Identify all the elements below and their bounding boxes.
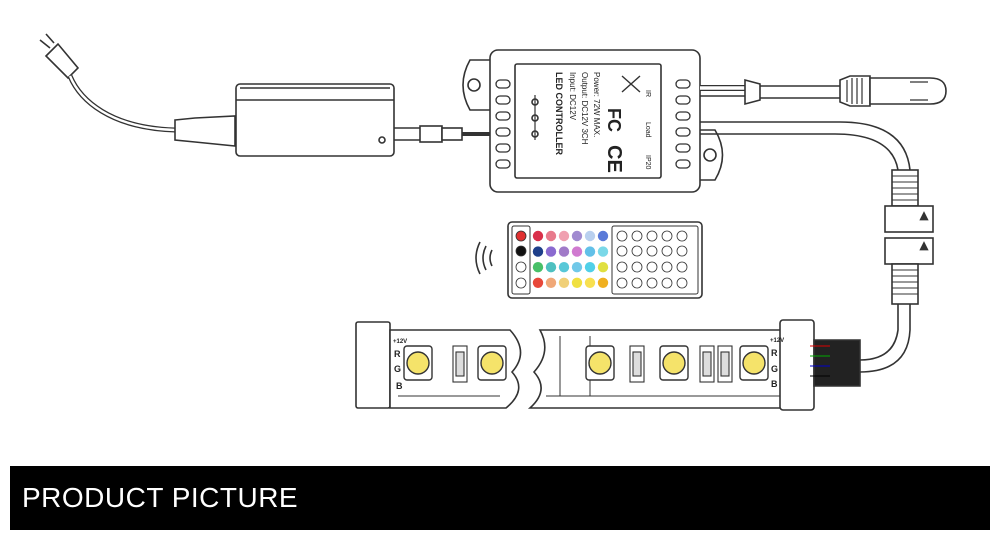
remote-color-button xyxy=(545,277,557,288)
remote-color-button xyxy=(597,246,609,257)
remote-color-button xyxy=(545,246,557,257)
banner-title: PRODUCT PICTURE xyxy=(22,482,299,513)
ce-mark: CE xyxy=(603,145,625,173)
ir-label: IR xyxy=(644,90,651,97)
remote-color-button xyxy=(545,262,557,273)
remote-color-button xyxy=(532,277,544,288)
pin-plus-label: +12V xyxy=(393,339,407,345)
power-plug xyxy=(39,33,176,133)
pin-b-label: B xyxy=(396,381,403,391)
wiring-diagram: LED CONTROLLER Input: DC12V Output: DC12… xyxy=(39,33,947,411)
remote-side-buttons xyxy=(515,230,527,289)
controller-input: Input: DC12V xyxy=(568,72,577,121)
remote-color-button xyxy=(558,277,570,288)
led-chips xyxy=(403,345,769,381)
remote-color-button xyxy=(571,230,583,242)
ir-receiver-cable xyxy=(700,75,947,107)
remote-color-buttons xyxy=(532,230,609,288)
remote-color-button xyxy=(584,262,596,273)
remote-color-button xyxy=(571,262,583,273)
remote-color-button xyxy=(545,230,557,242)
output-cable xyxy=(700,121,934,373)
remote-color-button xyxy=(558,262,570,273)
controller-output: Output: DC12V 3CH xyxy=(580,72,589,145)
remote-color-button xyxy=(532,262,544,273)
remote-color-button xyxy=(558,230,570,242)
pin-r-label: R xyxy=(394,349,401,359)
pin-plus-label: +12V xyxy=(770,338,784,344)
pin-r-label: R xyxy=(771,348,778,358)
remote-color-button xyxy=(571,246,583,257)
remote-color-button xyxy=(584,246,596,257)
led-chip xyxy=(662,351,686,375)
pin-b-label: B xyxy=(771,379,778,389)
power-adapter xyxy=(174,83,490,157)
fc-mark: FC xyxy=(604,108,624,132)
remote-color-button xyxy=(597,262,609,273)
controller-power: Power: 72W MAX. xyxy=(592,72,601,137)
product-picture-banner: PRODUCT PICTURE xyxy=(10,466,990,530)
led-chip xyxy=(588,351,612,375)
remote-color-button xyxy=(532,230,544,242)
remote-color-button xyxy=(532,246,544,257)
remote-color-button xyxy=(584,277,596,288)
remote-function-buttons xyxy=(616,230,688,289)
load-label: Load xyxy=(644,122,651,138)
remote-color-button xyxy=(597,277,609,288)
controller-title: LED CONTROLLER xyxy=(554,72,564,155)
ip-rating: IP20 xyxy=(644,155,651,170)
remote-color-button xyxy=(558,246,570,257)
remote-color-button xyxy=(571,277,583,288)
pin-g-label: G xyxy=(771,364,778,374)
led-chip xyxy=(480,351,504,375)
led-controller xyxy=(462,49,724,193)
remote-color-button xyxy=(597,230,609,242)
remote-color-button xyxy=(584,230,596,242)
led-chip xyxy=(406,351,430,375)
led-chip xyxy=(742,351,766,375)
pin-g-label: G xyxy=(394,364,401,374)
